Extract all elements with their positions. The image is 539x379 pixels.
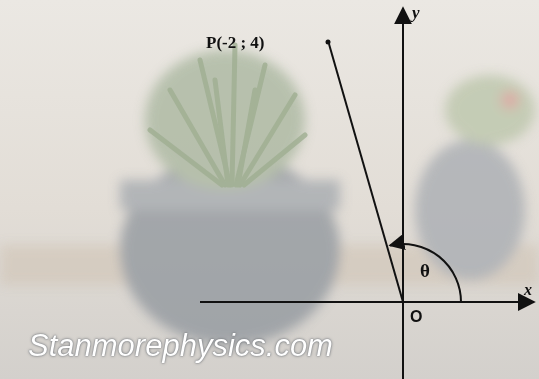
terminal-ray — [329, 44, 403, 302]
point-p — [326, 40, 331, 45]
x-axis — [200, 301, 534, 303]
angle-arc — [390, 244, 461, 302]
point-label: P(-2 ; 4) — [206, 34, 265, 51]
y-axis — [402, 8, 404, 379]
origin-label: O — [410, 309, 422, 325]
watermark: Stanmorephysics.com — [28, 330, 333, 361]
coordinate-axes — [200, 8, 534, 379]
axis-label: x — [524, 282, 532, 298]
axis-label: y — [412, 4, 420, 21]
angle-label: θ — [420, 261, 430, 280]
